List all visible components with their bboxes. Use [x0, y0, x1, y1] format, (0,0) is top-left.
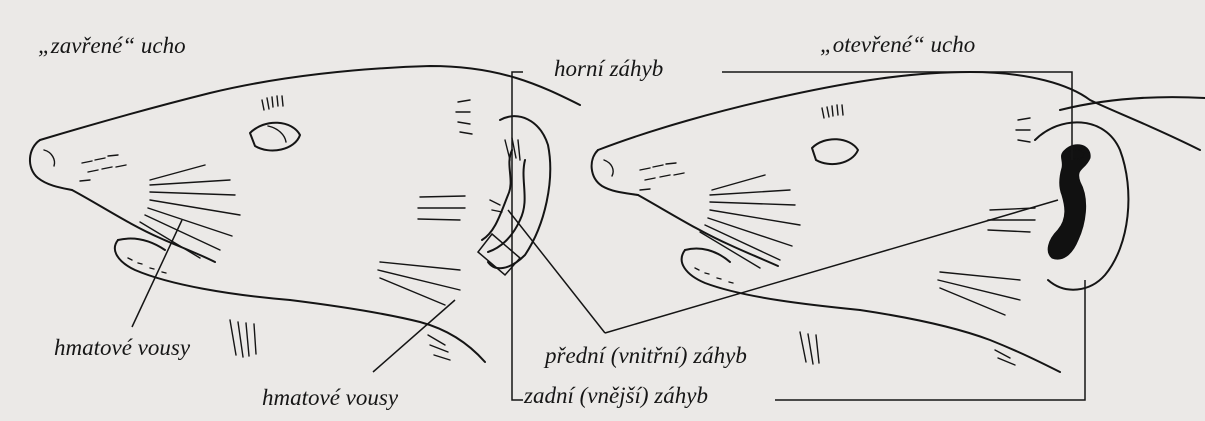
right-eyebrow-hairs: [822, 105, 843, 118]
right-snout: [592, 150, 638, 195]
right-nostril: [604, 160, 613, 176]
right-lower-jaw: [682, 250, 860, 310]
right-whisker-pad: [640, 163, 684, 190]
front-fold-label: přední (vnitřní) záhyb: [545, 344, 747, 367]
left-lower-whiskers: [230, 262, 460, 357]
left-eyebrow-hairs: [262, 96, 283, 110]
right-eye: [812, 139, 858, 164]
front-fold-leader-right: [605, 200, 1058, 333]
left-rat-head: [30, 66, 580, 362]
left-head-outline: [40, 66, 580, 140]
front-fold-leader-left: [508, 210, 605, 333]
left-ear-fold: [482, 150, 512, 240]
whiskers-left-label: hmatové vousy: [54, 336, 190, 359]
left-ear-hairs: [456, 100, 472, 134]
left-snout: [30, 140, 72, 190]
right-chin: [685, 249, 730, 263]
left-eye: [250, 123, 300, 151]
right-head-outline: [598, 72, 1200, 150]
whiskers-bottom-label: hmatové vousy: [262, 386, 398, 409]
left-cheek-lines: [418, 196, 465, 220]
back-fold-label: zadní (vnější) záhyb: [524, 384, 708, 407]
left-nostril: [44, 150, 55, 166]
closed-ear-label: „zavřené“ ucho: [38, 34, 186, 57]
left-neck: [290, 300, 485, 362]
back-fold-leader: [775, 280, 1085, 400]
right-ear-upper-fold: [1068, 150, 1084, 159]
left-whisker-pad: [80, 155, 126, 181]
left-ear-fold-2: [488, 160, 525, 252]
right-neck: [860, 310, 1060, 372]
left-ear-bracket: [512, 72, 523, 400]
upper-fold-label: horní záhyb: [554, 57, 663, 80]
right-back-line: [1060, 97, 1205, 110]
upper-fold-leader: [722, 72, 1072, 160]
right-mouth: [638, 195, 778, 266]
right-ear-hairs: [1016, 118, 1030, 142]
left-chin: [118, 238, 165, 250]
left-lower-jaw: [115, 240, 290, 300]
whiskers-bottom-leader: [373, 300, 455, 372]
left-neck-hairs: [428, 335, 450, 360]
right-ear-inner-fold: [1048, 145, 1090, 259]
left-closed-ear: [488, 116, 550, 268]
right-rat-head: [592, 72, 1205, 372]
right-cheek-lines: [988, 208, 1035, 232]
left-eye-lid: [268, 126, 286, 142]
open-ear-label: „otevřené“ ucho: [820, 33, 975, 56]
right-neck-hairs: [995, 350, 1015, 365]
left-mouth: [72, 190, 215, 262]
